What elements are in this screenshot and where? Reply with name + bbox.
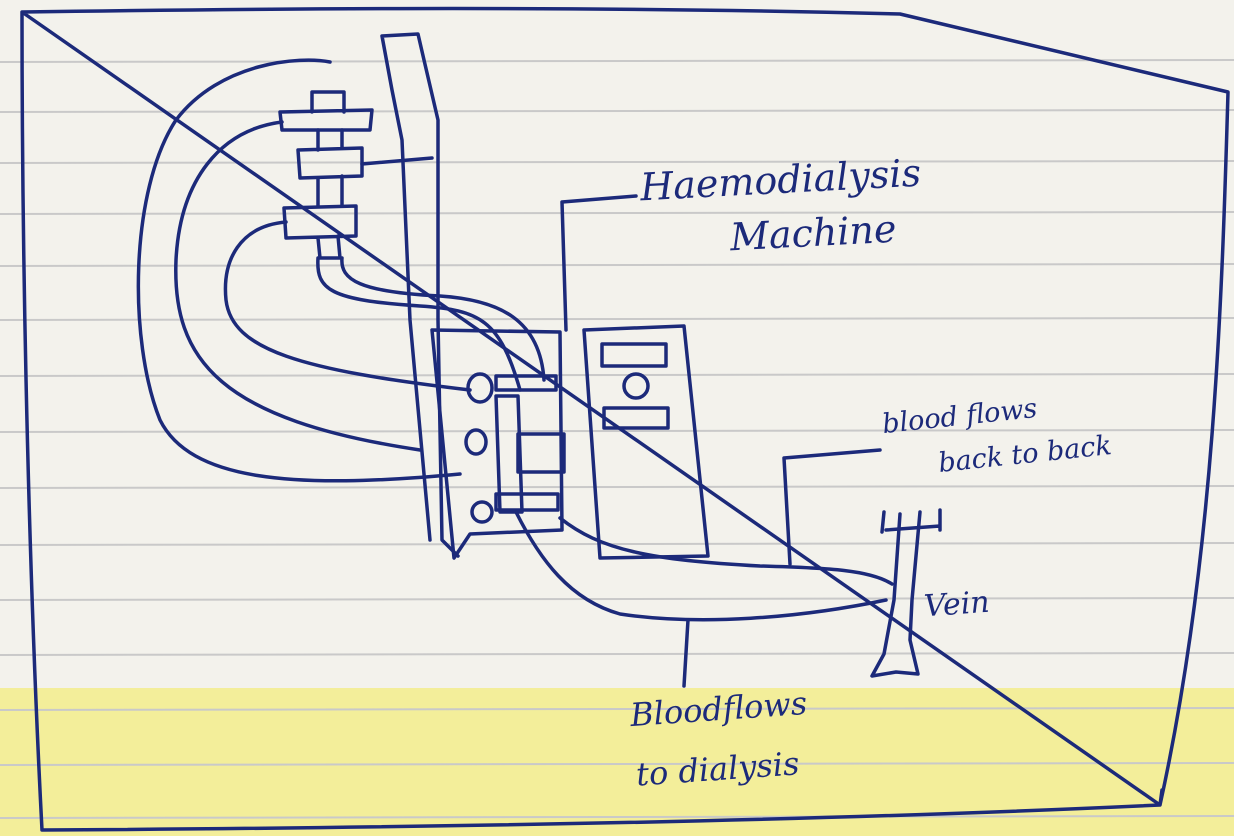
pump-bottom-connector (496, 494, 558, 510)
tube-clamp-3 (472, 502, 492, 522)
machine-display-top (602, 344, 666, 366)
tube-outer-loop (138, 60, 460, 481)
tube-back-to-body (560, 518, 892, 584)
vein-label: Vein (923, 586, 991, 623)
machine-pointer-line (562, 196, 636, 330)
pump-block (518, 434, 564, 472)
tube-clamp-2 (466, 430, 486, 454)
dialyzer-mid-unit (298, 130, 362, 206)
dialyzer-top-unit (280, 92, 372, 130)
to-pointer-line (684, 620, 688, 686)
tube-clamp-1 (468, 374, 492, 402)
vein-arm (872, 512, 920, 676)
machine-label-line2: Machine (729, 209, 897, 259)
vein-marks (882, 510, 940, 532)
machine-dial (624, 374, 648, 398)
back-pointer-line (784, 450, 880, 564)
